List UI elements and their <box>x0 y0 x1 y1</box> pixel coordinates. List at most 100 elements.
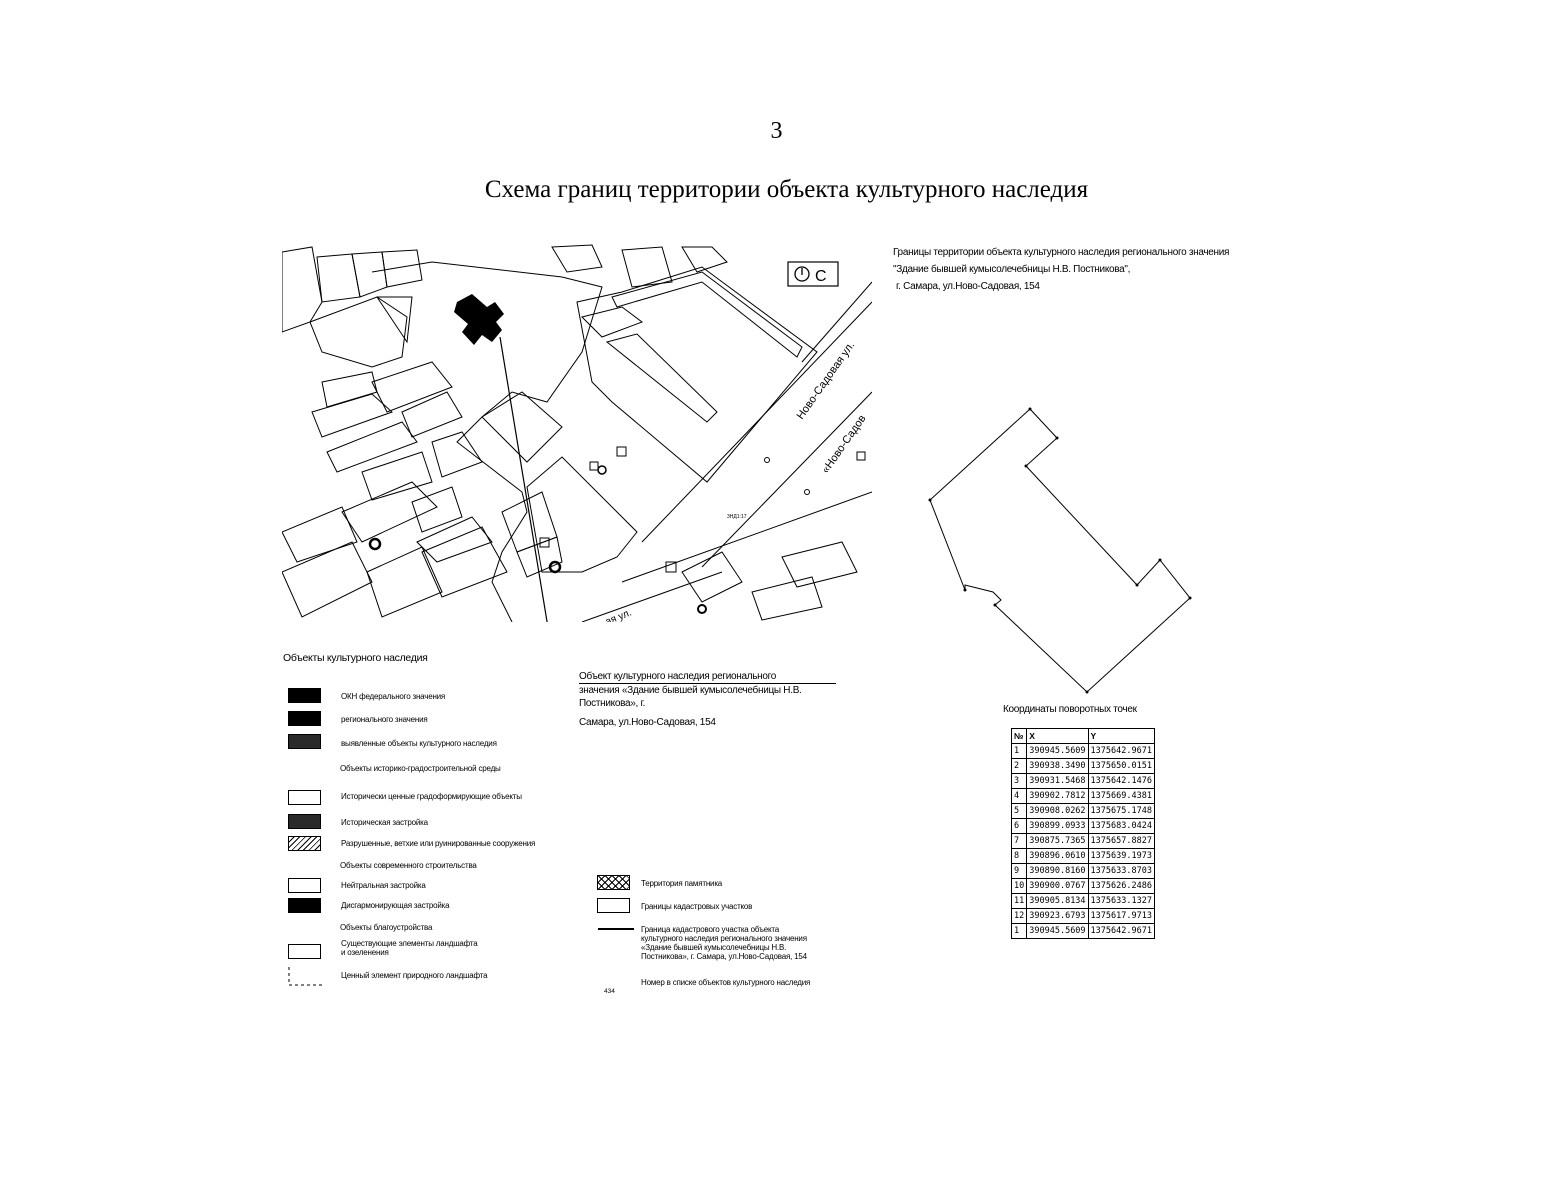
legend-okn-identified: выявленные объекты культурного наследия <box>341 739 497 748</box>
legend-monument-territory: Территория памятника <box>641 879 723 888</box>
point-number: 1 <box>1010 923 1028 939</box>
boundary-title-line1: Границы территории объекта культурного н… <box>893 247 1230 258</box>
legend-list-number: Номер в списке объектов культурного насл… <box>641 978 811 987</box>
boundary-outline <box>928 407 1192 694</box>
object-label: Объект культурного наследия региональног… <box>579 670 837 729</box>
legend-swatch-okn-federal <box>288 688 321 703</box>
legend-ruined: Разрушенные, ветхие или руинированные со… <box>341 839 536 848</box>
legend-swatch-cadastral-line <box>598 928 634 930</box>
compass-label: С <box>815 268 827 285</box>
page-number: 3 <box>770 118 783 144</box>
point-number: 2 <box>1010 758 1028 774</box>
legend-swatch-landscape <box>288 944 321 959</box>
street-label-bottom: ая ул. <box>604 607 633 622</box>
legend-cadastral-bounds: Границы кадастровых участков <box>641 902 753 911</box>
point-number: 10 <box>1010 878 1028 894</box>
legend-swatch-monument-territory <box>597 875 630 890</box>
parcel-label: 3HД1:17 <box>727 514 747 520</box>
point-number: 9 <box>1010 863 1028 879</box>
point-number: 5 <box>1010 803 1028 819</box>
legend-swatch-okn-regional <box>288 711 321 726</box>
boundary-title: Границы территории объекта культурного н… <box>893 244 1229 295</box>
point-y: 1375683.0424 <box>1087 818 1155 834</box>
legend-hist-env-header: Объекты историко-градостроительной среды <box>340 764 501 773</box>
header-number: № <box>1010 728 1028 744</box>
legend-modern-header: Объекты современного строительства <box>340 861 477 870</box>
header-x: X <box>1026 728 1089 744</box>
legend-swatch-neutral <box>288 878 321 893</box>
point-y: 1375633.1327 <box>1087 893 1155 909</box>
legend-swatch-disharmonious <box>288 898 321 913</box>
point-number: 4 <box>1010 788 1028 804</box>
point-y: 1375642.9671 <box>1087 923 1155 939</box>
legend-landscape-line1: Существующие элементы ландшафта <box>341 939 478 948</box>
point-x: 390890.8160 <box>1026 863 1089 879</box>
coordinates-title: Координаты поворотных точек <box>1003 704 1137 715</box>
point-x: 390902.7812 <box>1026 788 1089 804</box>
legend-hist-building: Историческая застройка <box>341 818 428 827</box>
legend-disharmonious: Дисгармонирующая застройка <box>341 901 450 910</box>
legend-landscape: Существующие элементы ландшафта и озелен… <box>341 939 478 957</box>
legend-cadastral-line: Граница кадастрового участка объекта кул… <box>641 925 807 961</box>
object-label-line3: Постникова», г. <box>579 698 646 709</box>
legend-neutral: Нейтральная застройка <box>341 881 426 890</box>
legend-landscape-line2: и озеленения <box>341 948 389 957</box>
legend-cadastral-line-1: Граница кадастрового участка объекта <box>641 925 780 934</box>
point-number: 7 <box>1010 833 1028 849</box>
point-x: 390931.5468 <box>1026 773 1089 789</box>
legend-title: Объекты культурного наследия <box>283 652 428 664</box>
point-y: 1375650.0151 <box>1087 758 1155 774</box>
point-x: 390945.5609 <box>1026 743 1089 759</box>
header-y: Y <box>1087 728 1155 744</box>
boundary-title-line3: г. Самара, ул.Ново-Садовая, 154 <box>896 281 1040 292</box>
legend-improvement-header: Объекты благоустройства <box>340 923 433 932</box>
point-x: 390896.0610 <box>1026 848 1089 864</box>
point-x: 390875.7365 <box>1026 833 1089 849</box>
point-y: 1375617.9713 <box>1087 908 1155 924</box>
legend-natural-element: Ценный элемент природного ландшафта <box>341 971 488 980</box>
point-y: 1375669.4381 <box>1087 788 1155 804</box>
point-y: 1375639.1973 <box>1087 848 1155 864</box>
point-x: 390923.6793 <box>1026 908 1089 924</box>
point-y: 1375642.1476 <box>1087 773 1155 789</box>
point-number: 8 <box>1010 848 1028 864</box>
point-x: 390938.3490 <box>1026 758 1089 774</box>
point-x: 390905.8134 <box>1026 893 1089 909</box>
object-label-line4: Самара, ул.Ново-Садовая, 154 <box>579 717 716 728</box>
legend-okn-regional: регионального значения <box>341 715 428 724</box>
point-number: 12 <box>1010 908 1028 924</box>
point-number: 11 <box>1010 893 1028 909</box>
point-y: 1375626.2486 <box>1087 878 1155 894</box>
point-y: 1375633.8703 <box>1087 863 1155 879</box>
legend-swatch-natural-element <box>288 967 323 986</box>
point-number: 3 <box>1010 773 1028 789</box>
point-x: 390908.0262 <box>1026 803 1089 819</box>
point-y: 1375675.1748 <box>1087 803 1155 819</box>
boundary-title-line2: "Здание бывшей кумысолечебницы Н.В. Пост… <box>893 264 1131 275</box>
site-map: С Ново-Садовая ул. «Ново-Садов ая ул. 3H… <box>282 244 872 622</box>
legend-swatch-hist-valuable <box>288 790 321 805</box>
point-number: 6 <box>1010 818 1028 834</box>
point-x: 390899.0933 <box>1026 818 1089 834</box>
point-x: 390945.5609 <box>1026 923 1089 939</box>
coordinates-header-row: № X Y <box>1010 728 1155 744</box>
object-label-line2: значения «Здание бывшей кумысолечебницы … <box>579 685 802 696</box>
legend-cadastral-line-3: «Здание бывшей кумысолечебницы Н.В. <box>641 943 787 952</box>
legend-swatch-okn-identified <box>288 734 321 749</box>
legend-swatch-cadastral-bounds <box>597 898 630 913</box>
legend-swatch-ruined <box>288 836 321 851</box>
legend-list-number-sample: 434 <box>604 988 615 995</box>
street-label-novo-sadovaya-2: «Ново-Садов <box>820 413 869 476</box>
